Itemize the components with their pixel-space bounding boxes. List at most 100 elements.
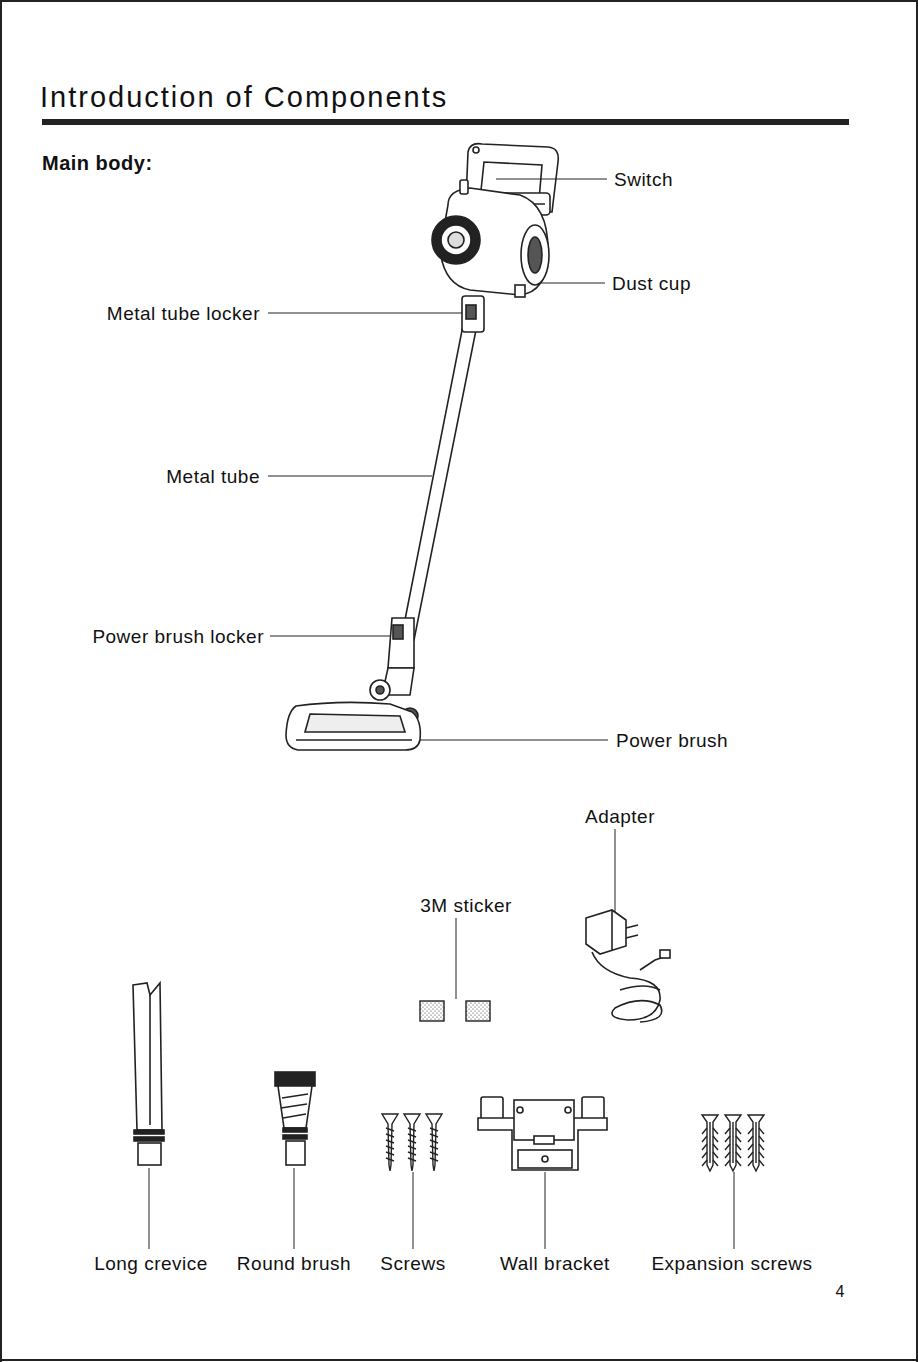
screw-illustrations-part: [386, 1140, 394, 1143]
round-brush-illustration-part: [286, 1141, 305, 1165]
vacuum-cleaner-part: [305, 714, 405, 732]
vacuum-cleaner-part: [521, 225, 549, 285]
leader-lines-part: [270, 636, 390, 637]
leader-lines: [149, 179, 734, 1249]
page-number: 4: [836, 1284, 845, 1300]
leader-lines-part: [149, 1168, 150, 1249]
vacuum-cleaner-part: [388, 618, 414, 668]
adapter-illustration-part: [611, 910, 613, 950]
screw-illustrations-part: [386, 1158, 394, 1161]
part-label: Round brush: [237, 1254, 351, 1273]
part-label: Screws: [380, 1254, 445, 1273]
round-brush-illustration-part: [278, 1086, 312, 1128]
vacuum-cleaner-part: [296, 739, 412, 741]
screw-illustrations-part: [408, 1140, 416, 1143]
vacuum-cleaner-part: [466, 305, 476, 319]
screw-illustrations-part: [408, 1128, 416, 1131]
screw-illustrations-part: [408, 1146, 416, 1149]
leader-lines-part: [294, 1168, 295, 1249]
page-frame-part: [0, 1359, 918, 1361]
screw-illustrations-part: [430, 1146, 438, 1149]
screw-illustrations-part: [386, 1146, 394, 1149]
long-crevice-illustration-part: [134, 1130, 164, 1134]
part-label: Adapter: [585, 807, 655, 826]
screw-illustrations-part: [748, 1115, 764, 1171]
part-label: Switch: [614, 170, 673, 189]
wall-bracket-illustration-part: [565, 1107, 571, 1113]
wall-bracket-illustration: [478, 1097, 607, 1170]
screw-illustrations-part: [408, 1158, 416, 1161]
wall-bracket-illustration-part: [534, 1136, 554, 1144]
screw-illustrations-part: [426, 1114, 442, 1171]
screw-illustrations-part: [430, 1134, 438, 1137]
wall-bracket-illustration-part: [518, 1150, 572, 1168]
screw-illustrations-part: [382, 1114, 398, 1171]
wall-bracket-illustration-part: [517, 1107, 523, 1113]
adapter-illustration-part: [620, 986, 660, 990]
long-crevice-illustration-part: [138, 1143, 161, 1165]
vacuum-cleaner-part: [286, 702, 420, 750]
vacuum-cleaner-part: [376, 686, 384, 694]
part-label: Long crevice: [94, 1254, 208, 1273]
part-label: Wall bracket: [500, 1254, 610, 1273]
adapter-illustration-part: [640, 957, 664, 970]
screw-illustrations-part: [755, 1122, 756, 1163]
round-brush-illustration-part: [275, 1072, 315, 1086]
sticker-illustration-part: [420, 1001, 444, 1021]
long-crevice-illustration-part: [133, 983, 162, 1130]
wall-bracket-illustration-part: [514, 1100, 574, 1140]
screw-illustrations-part: [725, 1115, 741, 1171]
part-label: Power brush: [616, 731, 728, 750]
screw-illustrations-part: [709, 1122, 710, 1163]
long-crevice-illustration-part: [134, 1137, 164, 1141]
sticker-illustration-part: [466, 1001, 490, 1021]
part-label: 3M sticker: [420, 896, 512, 915]
round-brush-illustration: [275, 1072, 315, 1165]
vacuum-cleaner-part: [528, 237, 542, 273]
vacuum-cleaner-part: [460, 180, 468, 194]
vacuum-cleaner-part: [440, 188, 548, 295]
screw-illustrations-part: [386, 1152, 394, 1155]
vacuum-cleaner-part: [448, 232, 464, 248]
page-frame-part: [0, 0, 918, 2]
screw-illustrations-part: [408, 1134, 416, 1137]
part-label: Metal tube locker: [107, 304, 260, 323]
screw-illustrations-part: [386, 1128, 394, 1131]
page-title: Introduction of Components: [40, 83, 448, 112]
vacuum-cleaner-part: [401, 305, 481, 640]
leader-lines-part: [268, 476, 432, 477]
screw-illustrations-part: [732, 1122, 733, 1163]
sticker-illustration: [420, 1001, 490, 1021]
vacuum-cleaner-part: [462, 296, 484, 332]
page-frame-part: [916, 0, 918, 1362]
adapter-illustration-part: [660, 950, 670, 958]
part-label: Metal tube: [166, 467, 260, 486]
title-rule: [42, 119, 849, 125]
screw-illustrations-part: [430, 1140, 438, 1143]
adapter-illustration-part: [586, 910, 626, 954]
adapter-illustration: [586, 910, 670, 1022]
vacuum-cleaner-part: [441, 225, 471, 255]
screw-illustrations-part: [430, 1128, 438, 1131]
vacuum-cleaner-part: [473, 147, 479, 153]
leader-lines-part: [496, 179, 607, 180]
round-brush-illustration-part: [281, 1094, 308, 1118]
long-crevice-illustration: [133, 983, 164, 1165]
leader-lines-part: [541, 283, 605, 284]
leader-lines-part: [615, 829, 616, 912]
round-brush-illustration-part: [283, 1128, 307, 1132]
screw-illustrations-part: [702, 1115, 718, 1171]
vacuum-cleaner: [286, 144, 558, 750]
part-label: Expansion screws: [651, 1254, 812, 1273]
leader-lines-part: [413, 1172, 414, 1249]
screw-illustrations-part: [404, 1114, 420, 1171]
part-label: Power brush locker: [92, 627, 264, 646]
part-label: Dust cup: [612, 274, 691, 293]
screw-illustrations-part: [408, 1152, 416, 1155]
screw-illustrations-part: [386, 1134, 394, 1137]
adapter-illustration-part: [626, 925, 638, 928]
leader-lines-part: [420, 740, 608, 741]
screw-illustrations-part: [430, 1152, 438, 1155]
